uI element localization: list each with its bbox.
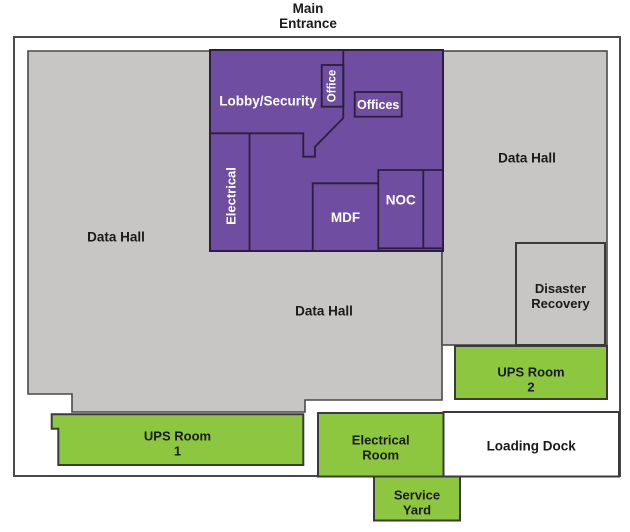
label-disaster-recovery-line1: Disaster: [535, 281, 586, 296]
room-electrical-room: [317, 412, 445, 478]
main-entrance-label-line2: Entrance: [279, 16, 337, 31]
room-ups-1: [50, 413, 305, 466]
label-electrical-room-line2: Room: [362, 448, 399, 463]
room-service-yard: [373, 475, 461, 522]
label-electrical: Electrical: [224, 167, 239, 225]
label-service-yard-line1: Service: [394, 488, 440, 503]
main-entrance-label-line1: Main: [293, 1, 324, 16]
label-ups-1-line2: 1: [174, 444, 181, 459]
wall-lobby-boundary: [210, 50, 345, 158]
room-offices: [353, 91, 403, 118]
room-disaster-recovery: [515, 242, 606, 346]
label-ups-1-line1: UPS Room: [144, 429, 211, 444]
label-ups-2-line1: UPS Room: [497, 365, 564, 380]
label-loading-dock: Loading Dock: [487, 439, 577, 454]
wall-noc-left-top: [377, 169, 443, 251]
label-data-hall-right: Data Hall: [498, 151, 556, 166]
label-disaster-recovery-line2: Recovery: [531, 296, 590, 311]
label-service-yard-line2: Yard: [403, 503, 431, 518]
label-mdf: MDF: [331, 210, 360, 225]
label-lobby-security: Lobby/Security: [219, 94, 317, 109]
room-office: [320, 64, 345, 108]
wall-mdf: [311, 182, 379, 251]
label-noc: NOC: [386, 193, 416, 208]
label-offices: Offices: [357, 98, 399, 112]
label-electrical-room-line1: Electrical: [352, 433, 410, 448]
label-data-hall-center: Data Hall: [295, 304, 353, 319]
room-ups-2: [454, 345, 608, 400]
label-ups-2-line2: 2: [527, 380, 534, 395]
label-office: Office: [327, 70, 339, 103]
label-data-hall-left: Data Hall: [87, 230, 145, 245]
room-loading-dock: [442, 411, 620, 478]
